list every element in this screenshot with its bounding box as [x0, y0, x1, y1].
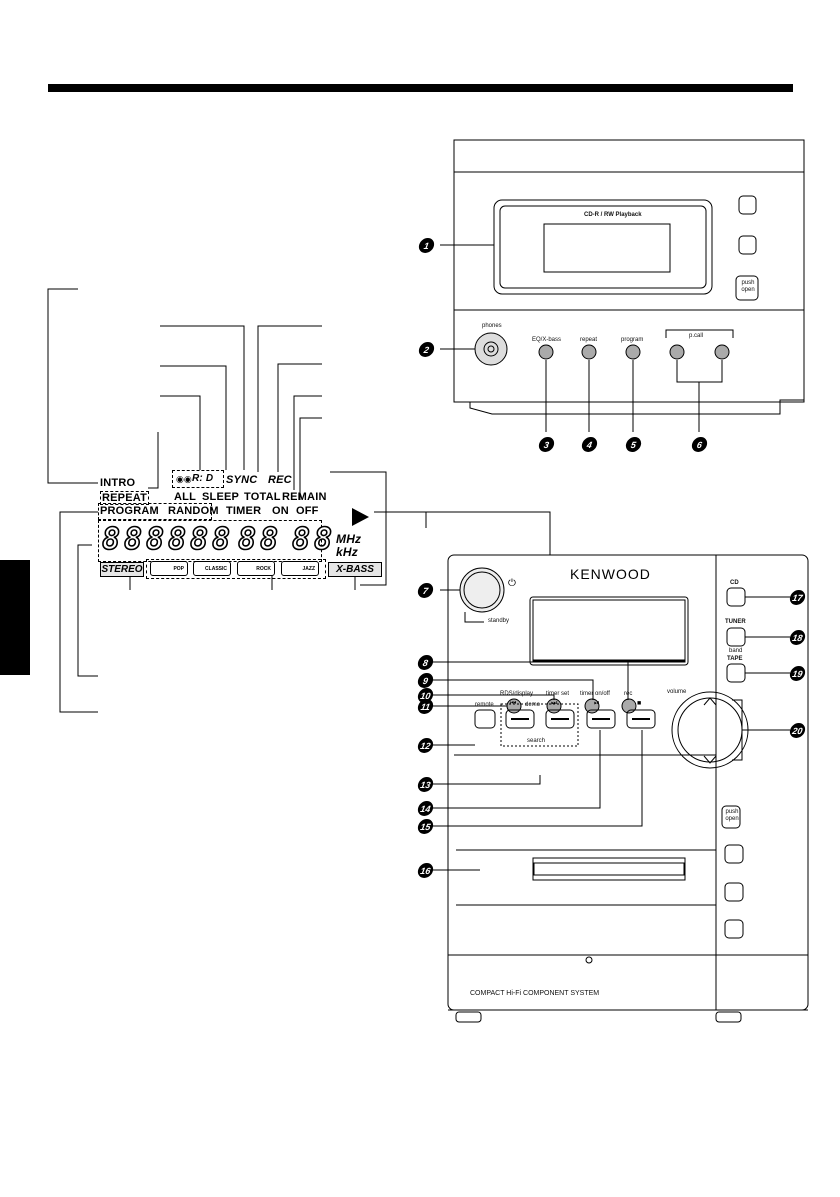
repeat-label: repeat [580, 337, 598, 343]
timer-onoff-label: timer on/off [580, 691, 610, 697]
remote-label: remote [475, 702, 494, 708]
lcd-mode-jazz: JAZZ [281, 561, 319, 576]
lcd-digit: 8 [291, 522, 311, 557]
lcd-rd-box [172, 470, 224, 488]
display-caption: CD-R / RW Playback [584, 212, 642, 218]
footer-label: COMPACT Hi-Fi COMPONENT SYSTEM [470, 990, 600, 997]
volume-label: volume [667, 689, 687, 695]
lcd-digit: 8 [259, 522, 279, 557]
lcd-digit: 8 [189, 522, 209, 557]
play-pause-icon: ⏯ [594, 700, 600, 707]
lcd-intro: INTRO [100, 477, 136, 489]
brand-logo: KENWOOD [570, 566, 651, 582]
lcd-digit: 8 [211, 522, 231, 557]
push-open-main-label: push open [725, 809, 739, 822]
lcd-khz: kHz [336, 545, 358, 559]
timer-set-label: timer set [546, 691, 570, 697]
tuner-label: TUNER [725, 619, 746, 625]
lcd-mode-pop: POP [150, 561, 188, 576]
lcd-digit: 8 [123, 522, 143, 557]
eq-xbass-label: EQ/X-bass [532, 337, 562, 343]
lcd-mode-box [146, 559, 326, 579]
tape-label: TAPE [727, 656, 743, 662]
rds-display-label: RDS/display [500, 691, 534, 697]
lcd-all: ALL [174, 491, 196, 503]
search-label: search [527, 738, 546, 744]
lcd-stereo: STEREO [100, 562, 144, 577]
lcd-repeat: REPEAT [100, 491, 150, 505]
push-open-top-label: push open [741, 280, 755, 293]
play-indicator-icon [352, 508, 369, 526]
lcd-rd: R: D [192, 473, 214, 484]
rec-label: rec [624, 691, 633, 697]
lcd-random: RANDOM [168, 505, 219, 517]
lcd-digit: 8 [313, 522, 333, 557]
lcd-total: TOTAL [244, 491, 281, 503]
lcd-digit: 8 [101, 522, 121, 557]
lcd-mode-rock: ROCK [237, 561, 275, 576]
power-icon: ⏻ [508, 578, 516, 589]
program-label: program [621, 337, 644, 343]
lcd-digit: 8 [145, 522, 165, 557]
header-rule [48, 84, 793, 92]
lcd-mhz: MHz [336, 532, 362, 546]
next-track-icon: ⏭ [551, 700, 558, 707]
lcd-sleep: SLEEP [202, 491, 240, 503]
lcd-timer: TIMER [226, 505, 262, 517]
cassette-icon: ◉◉ [176, 474, 192, 484]
lcd-digit: 8 [167, 522, 187, 557]
lcd-xbass: X-BASS [328, 562, 382, 577]
prev-track-icon: ⏮ [510, 700, 517, 707]
lcd-remain: REMAIN [282, 491, 327, 503]
standby-label: standby [488, 618, 510, 624]
lcd-program-box [98, 503, 212, 520]
lcd-digit: 8 [237, 522, 257, 557]
stop-icon: ■ [637, 700, 642, 707]
lcd-mode-classic: CLASSIC [193, 561, 231, 576]
lcd-off: OFF [296, 505, 319, 517]
cd-label: CD [730, 580, 739, 586]
section-tab [0, 560, 30, 675]
pcall-label: p.call [689, 333, 704, 339]
demo-label: demo [525, 702, 541, 708]
lcd-sync: SYNC [226, 474, 258, 486]
lcd-program: PROGRAM [100, 505, 159, 517]
lcd-rec: REC [268, 474, 292, 486]
phones-label: phones [482, 323, 502, 329]
band-label: band [729, 648, 743, 654]
lcd-on: ON [272, 505, 289, 517]
